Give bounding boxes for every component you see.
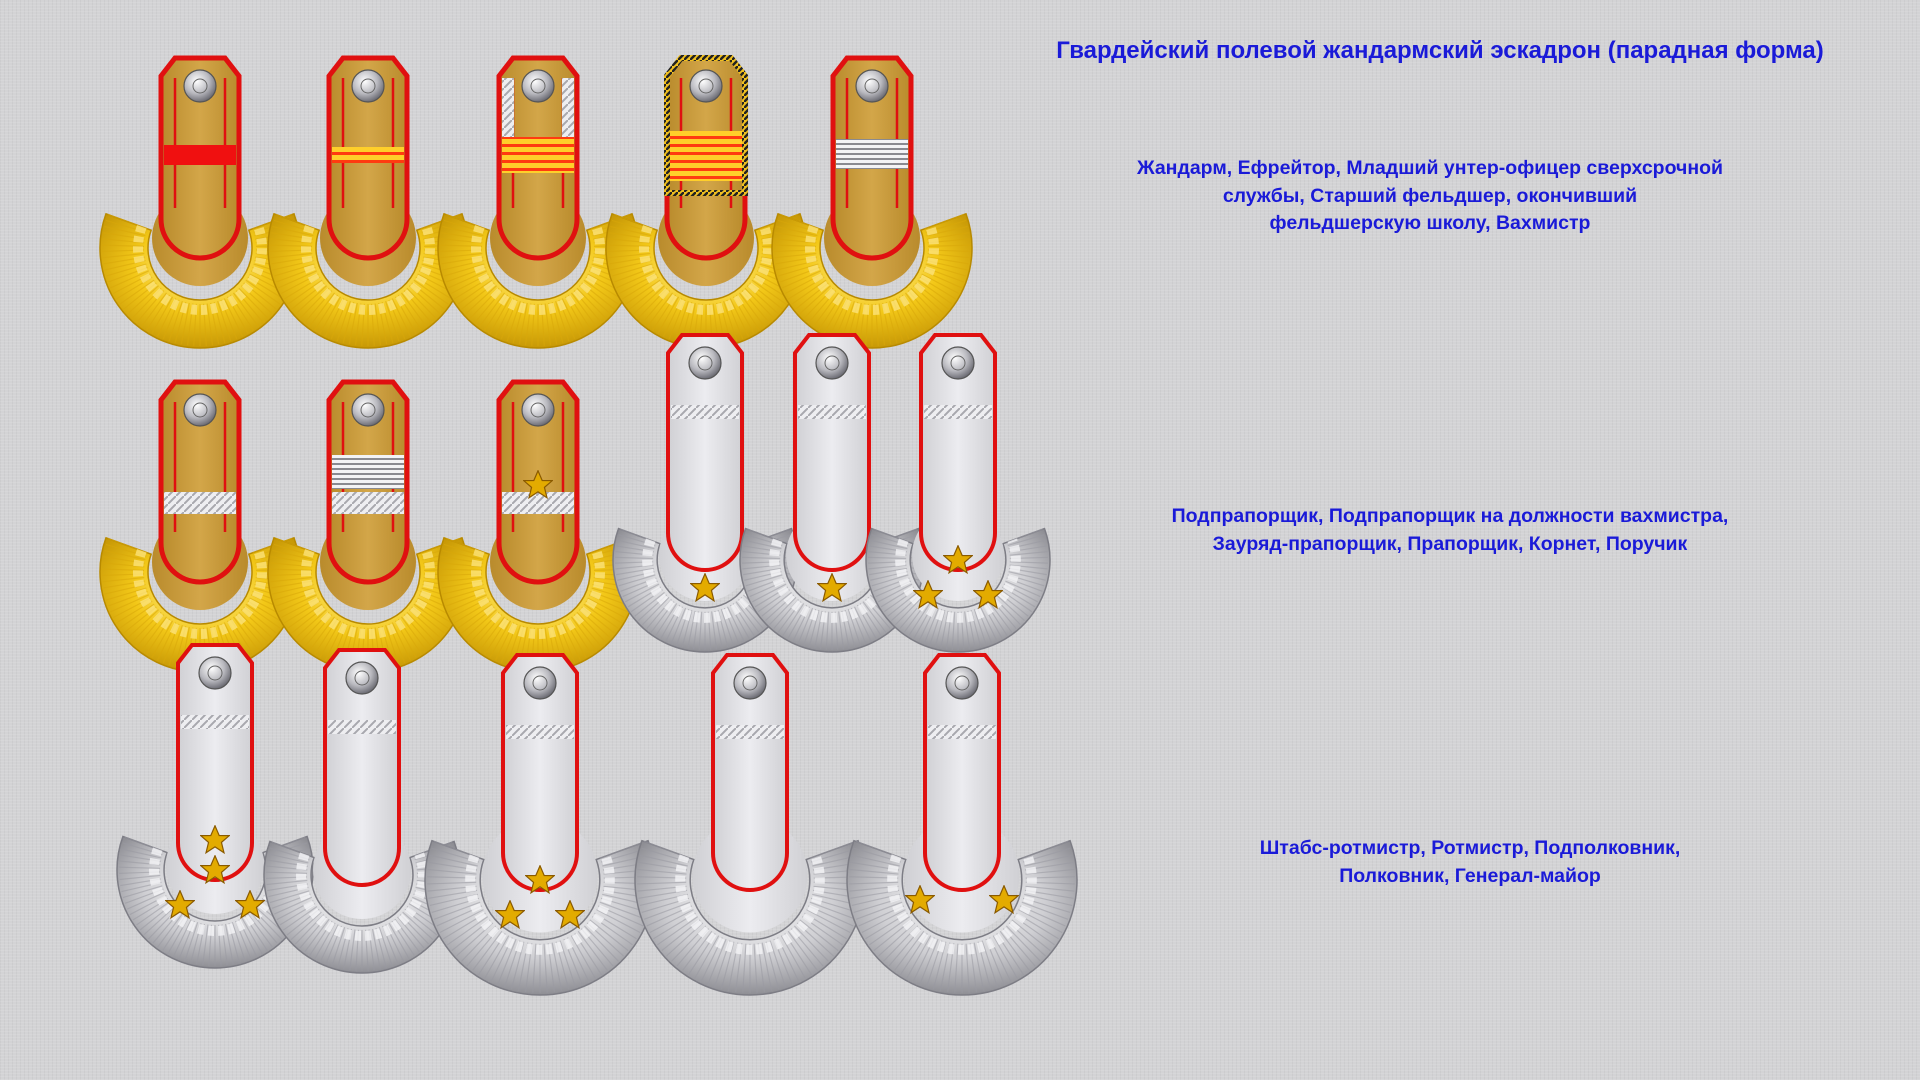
epaulette: [612, 333, 798, 653]
epaulette: [634, 653, 866, 996]
epaulette-row-2: [99, 333, 1051, 673]
epaulette: [116, 643, 314, 969]
epaulette: [263, 648, 461, 974]
epaulette: [605, 55, 807, 349]
epaulette: [437, 379, 639, 673]
caption-line: Полковник, Генерал-майор: [1339, 864, 1601, 887]
epaulette: [771, 55, 973, 349]
caption-line: фельдшерскую школу, Вахмистр: [1269, 212, 1591, 235]
epaulette: [267, 379, 469, 673]
caption-line: службы, Старший фельдшер, окончивший: [1222, 184, 1638, 207]
page-title: Гвардейский полевой жандармский эскадрон…: [1056, 37, 1824, 64]
epaulette: [865, 333, 1051, 653]
epaulette: [99, 379, 301, 673]
caption-line: Жандарм, Ефрейтор, Младший унтер-офицер …: [1136, 157, 1724, 179]
caption-group-2: Подпрапорщик, Подпрапорщик на должности …: [1150, 503, 1750, 558]
epaulette-row-3: [116, 643, 1078, 996]
caption-line: Штабс-ротмистр, Ротмистр, Подполковник,: [1259, 837, 1681, 859]
epaulette: [846, 653, 1078, 996]
caption-group-3: Штабс-ротмистр, Ротмистр, Подполковник, …: [1170, 835, 1770, 890]
epaulette: [99, 55, 301, 349]
epaulette: [437, 55, 639, 349]
epaulette: [267, 55, 469, 349]
caption-group-1: Жандарм, Ефрейтор, Младший унтер-офицер …: [1120, 155, 1740, 238]
caption-line: Зауряд-прапорщик, Прапорщик, Корнет, Пор…: [1212, 532, 1688, 555]
epaulette-row-1: [99, 55, 973, 349]
epaulette: [424, 653, 656, 996]
caption-line: Подпрапорщик, Подпрапорщик на должности …: [1171, 505, 1729, 527]
